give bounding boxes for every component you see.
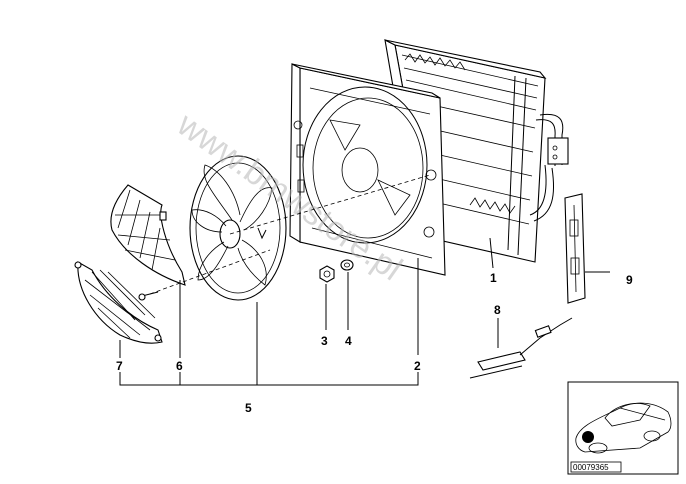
- nut[interactable]: [319, 265, 335, 283]
- callout-4: 4: [345, 334, 352, 348]
- callout-7: 7: [116, 359, 123, 373]
- callout-5: 5: [245, 401, 252, 415]
- leader-lines: [119, 237, 494, 386]
- assembly-lines: [149, 174, 431, 295]
- callout-9: 9: [626, 273, 633, 287]
- callout-2: 2: [414, 359, 421, 373]
- fan-wheel[interactable]: [189, 155, 287, 301]
- condenser-pipe: [529, 113, 569, 222]
- location-marker-icon: [582, 431, 594, 443]
- car-thumbnail: 00079365: [567, 381, 679, 475]
- callout-1: 1: [490, 271, 497, 285]
- reference-number: 00079365: [573, 463, 609, 472]
- fan-shroud[interactable]: [289, 63, 446, 276]
- bracket[interactable]: [564, 193, 610, 304]
- callout-3: 3: [321, 334, 328, 348]
- callout-6: 6: [176, 359, 183, 373]
- washer[interactable]: [340, 259, 354, 271]
- temperature-sensor[interactable]: [469, 317, 573, 379]
- lower-fan-cover[interactable]: [74, 261, 163, 344]
- fan-cover[interactable]: [110, 184, 186, 301]
- callout-8: 8: [494, 303, 501, 317]
